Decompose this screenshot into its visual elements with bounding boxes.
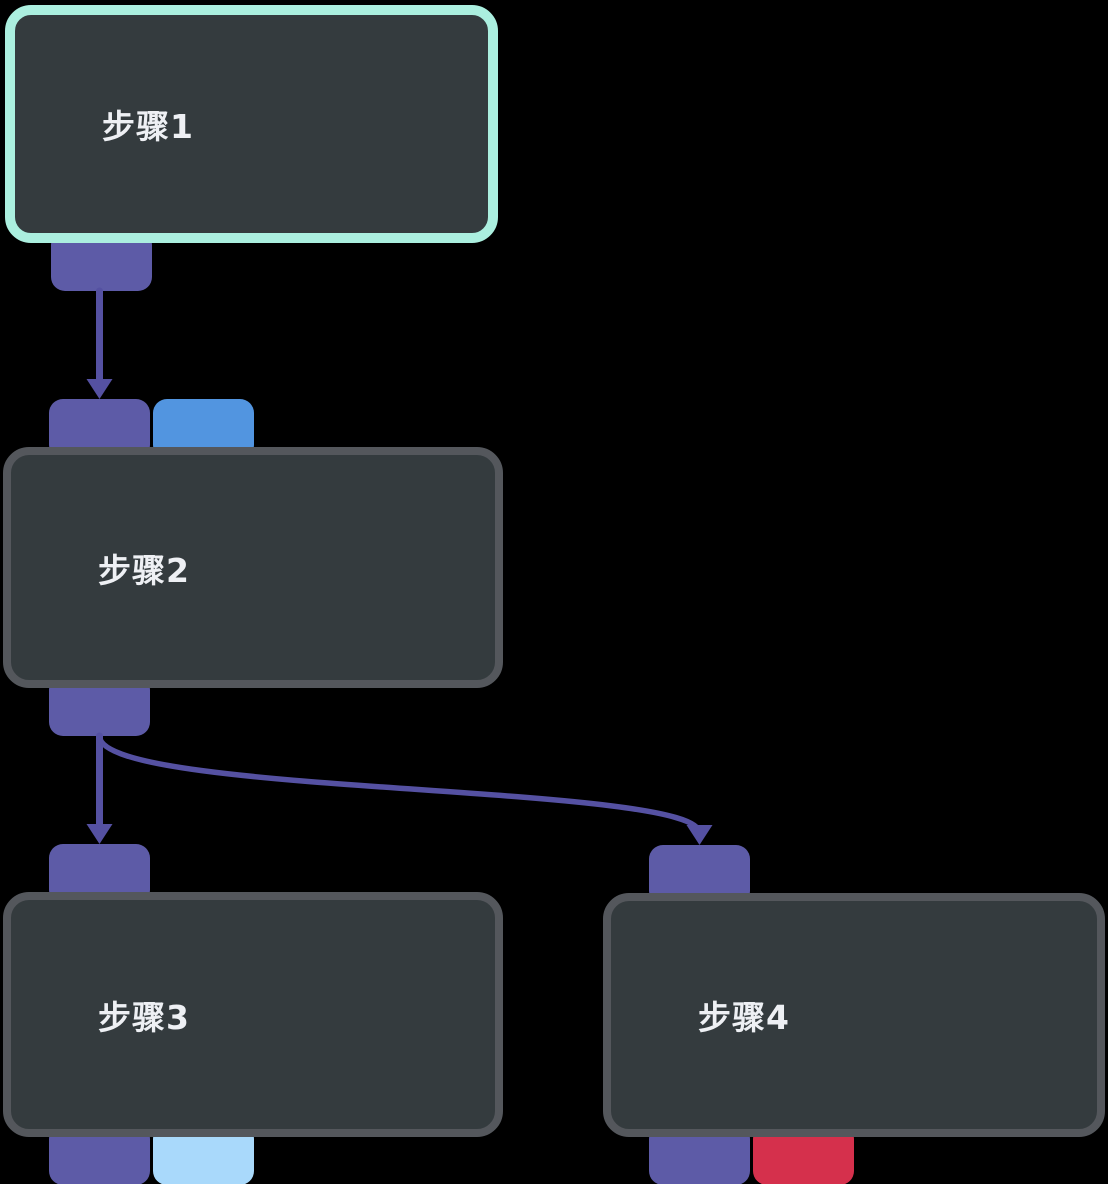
flow-node-step3[interactable]: 步骤3 bbox=[3, 892, 503, 1137]
flow-node-step4[interactable]: 步骤4 bbox=[603, 893, 1105, 1137]
edge-step1-step2-arrowhead-icon bbox=[86, 379, 113, 399]
flow-node-step1[interactable]: 步骤1 bbox=[5, 5, 498, 243]
node-label-step4: 步骤4 bbox=[698, 998, 790, 1037]
node-label-step3: 步骤3 bbox=[98, 997, 190, 1037]
flow-node-step2[interactable]: 步骤2 bbox=[3, 447, 503, 688]
node-label-step1: 步骤1 bbox=[102, 107, 194, 146]
edge-step2-step3-arrowhead-icon bbox=[86, 824, 113, 844]
node-label-step2: 步骤2 bbox=[98, 550, 190, 590]
edge-step2-step4-arrowhead-icon bbox=[686, 825, 713, 845]
edge-step2-step4[interactable] bbox=[96, 733, 703, 836]
